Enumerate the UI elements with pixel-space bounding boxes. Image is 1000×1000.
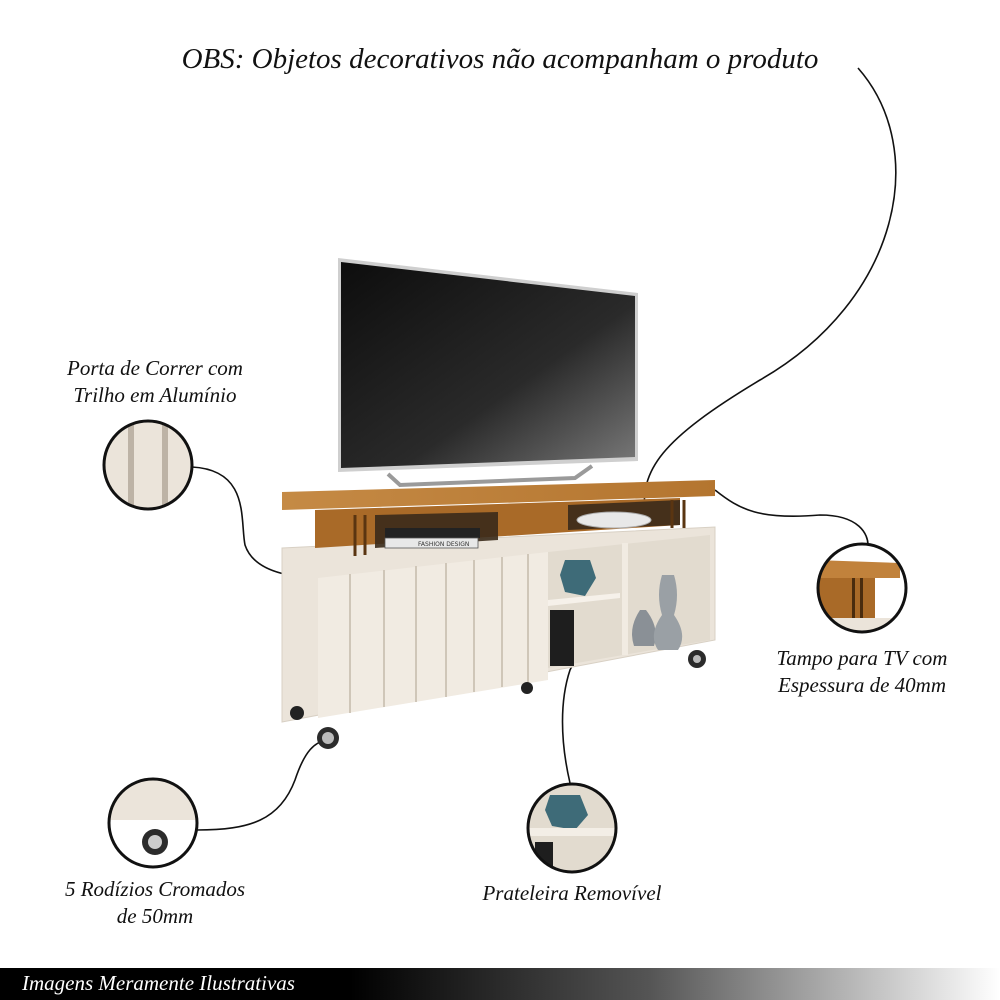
feature-casters-label: 5 Rodízios Cromados de 50mm bbox=[30, 876, 280, 930]
detail-shelf bbox=[526, 782, 618, 874]
detail-casters bbox=[107, 777, 199, 869]
notice-text: OBS: Objetos decorativos não acompanham … bbox=[181, 43, 819, 75]
leader-lines bbox=[191, 67, 897, 831]
feature-door-line2: Trilho em Alumínio bbox=[73, 383, 237, 407]
tv-stand: FASHION DESIGN bbox=[281, 480, 716, 749]
feature-casters-line1: 5 Rodízios Cromados bbox=[64, 877, 246, 901]
feature-top-line2: Espessura de 40mm bbox=[778, 673, 946, 697]
footer-text: Imagens Meramente Ilustrativas bbox=[22, 971, 295, 995]
feature-casters-line2: de 50mm bbox=[116, 904, 194, 928]
detail-door bbox=[102, 419, 194, 511]
feature-top-label: Tampo para TV com Espessura de 40mm bbox=[737, 645, 987, 699]
book-title: FASHION DESIGN bbox=[418, 541, 469, 548]
feature-top-line1: Tampo para TV com bbox=[776, 646, 948, 670]
footer-bar: Imagens Meramente Ilustrativas bbox=[0, 968, 1000, 1000]
tv bbox=[338, 258, 638, 488]
feature-shelf-line1: Prateleira Removível bbox=[482, 881, 662, 905]
feature-door-line1: Porta de Correr com bbox=[67, 356, 243, 380]
detail-top bbox=[816, 542, 908, 634]
feature-door-label: Porta de Correr com Trilho em Alumínio bbox=[30, 355, 280, 409]
feature-shelf-label: Prateleira Removível bbox=[447, 880, 697, 907]
